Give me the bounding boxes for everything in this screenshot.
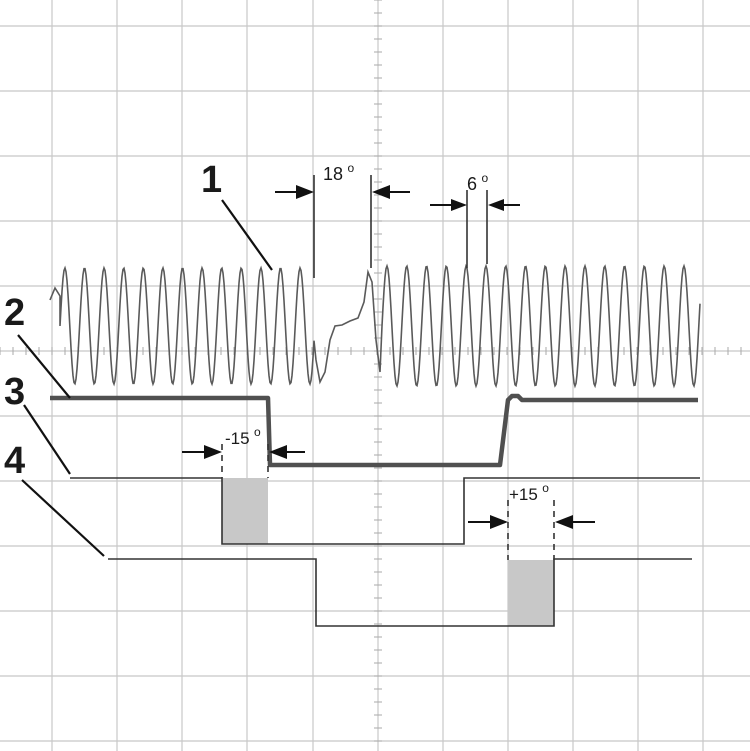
cam-signal-trace [50,393,698,468]
dimension-arrows [182,185,595,529]
crank-signal-trace [49,263,701,389]
angle-reference-lines [313,175,488,278]
angle-label-6: 6 o [467,171,488,194]
angle-label-minus15: -15 o [225,425,261,448]
shaded-window-minus15 [222,478,268,544]
angle-label-18: 18 o [323,161,354,184]
label-trace-1: 1 [201,159,222,201]
label-trace-2: 2 [4,292,25,334]
dashed-markers [221,444,555,560]
signal-trace-3 [70,477,700,545]
shaded-window-plus15 [508,560,554,626]
label-trace-3: 3 [4,371,25,413]
angle-label-plus15: +15 o [509,481,549,504]
label-trace-4: 4 [4,440,25,482]
signal-trace-4 [108,558,692,627]
label-leader-lines [17,199,273,557]
